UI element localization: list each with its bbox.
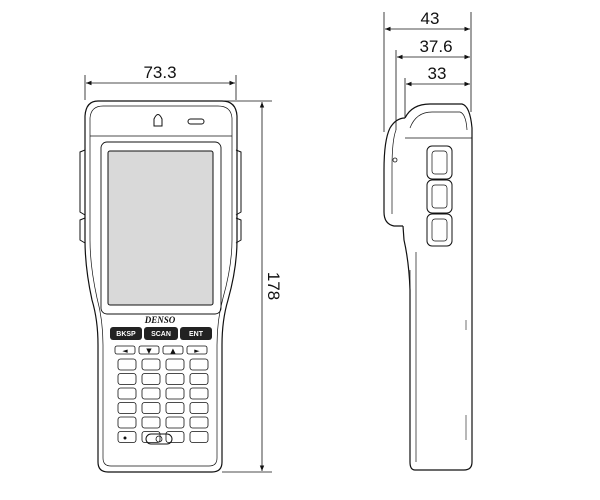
speaker-slot-icon [187, 118, 205, 125]
arrow-left-icon: ◄ [122, 347, 128, 355]
ent-key-label: ENT [189, 331, 204, 338]
left-grip-lower [79, 217, 86, 244]
keypad-key [117, 431, 137, 443]
device-inner-outline [89, 105, 233, 467]
keypad-key [165, 416, 185, 429]
keypad-key [165, 431, 185, 443]
screen-bezel [100, 141, 222, 315]
keypad-key [165, 402, 185, 414]
side-button-upper-inner [431, 150, 448, 175]
scan-key-label: SCAN [151, 331, 171, 338]
side-handle-outline [383, 117, 406, 227]
left-grip-upper [79, 149, 86, 216]
keypad-key [117, 416, 137, 429]
keypad-key [117, 373, 137, 385]
side-strap-hole [392, 157, 398, 163]
depth-mid-label: 37.6 [419, 37, 452, 56]
side-button-lower [426, 213, 453, 247]
brand-label: DENSO [144, 315, 176, 325]
side-top-inner [409, 111, 468, 131]
right-grip-upper [235, 149, 242, 216]
arrow-down-key [138, 345, 160, 355]
display-screen [107, 150, 214, 306]
led-indicator-icon [153, 114, 163, 127]
arrow-right-icon: ► [194, 347, 200, 355]
device-outline [84, 100, 238, 473]
bksp-key [110, 327, 142, 340]
keypad-key [165, 387, 185, 400]
side-button-middle-inner [431, 184, 448, 209]
keypad-key [189, 373, 209, 385]
arrow-left-key [114, 345, 136, 355]
keypad-key [165, 373, 185, 385]
side-button-middle [426, 179, 453, 214]
height-dimension: 178 [222, 100, 283, 473]
right-grip-lower [235, 217, 242, 244]
arrow-up-key [162, 345, 184, 355]
keypad-key [165, 358, 185, 371]
keypad-key [117, 402, 137, 414]
keypad-key [141, 431, 161, 443]
width-dimension-label: 73.3 [143, 63, 176, 82]
mic-hole [123, 436, 127, 440]
side-button-upper [426, 145, 453, 180]
front-view: 73.3 DENSO BKSP SCAN ENT ◄ ▼ ▲ ► [79, 63, 242, 473]
ent-key [180, 327, 212, 340]
power-button-icon [145, 433, 173, 445]
keypad-key [189, 358, 209, 371]
keypad-key [189, 431, 209, 443]
arrow-right-key [186, 345, 208, 355]
keypad-key [189, 416, 209, 429]
side-view: 43 37.6 33 [383, 9, 473, 471]
keypad-grid [117, 358, 209, 443]
keypad-key [117, 358, 137, 371]
arrow-up-icon: ▲ [170, 347, 176, 355]
depth-total-label: 43 [421, 9, 440, 28]
power-button-center [155, 435, 163, 443]
side-body-outline [402, 103, 473, 471]
arrow-down-icon: ▼ [146, 347, 152, 355]
keypad-key [189, 387, 209, 400]
keypad-key [141, 387, 161, 400]
keypad-key [117, 387, 137, 400]
height-dimension-label: 178 [264, 272, 283, 300]
keypad-key [141, 358, 161, 371]
depth-body-label: 33 [428, 64, 447, 83]
keypad-key [141, 402, 161, 414]
side-button-lower-inner [431, 218, 448, 242]
keypad-key [141, 373, 161, 385]
bksp-key-label: BKSP [116, 331, 136, 338]
keypad-key [189, 402, 209, 414]
scan-key [144, 327, 178, 340]
keypad-key [141, 416, 161, 429]
side-handle-inner [391, 129, 397, 214]
